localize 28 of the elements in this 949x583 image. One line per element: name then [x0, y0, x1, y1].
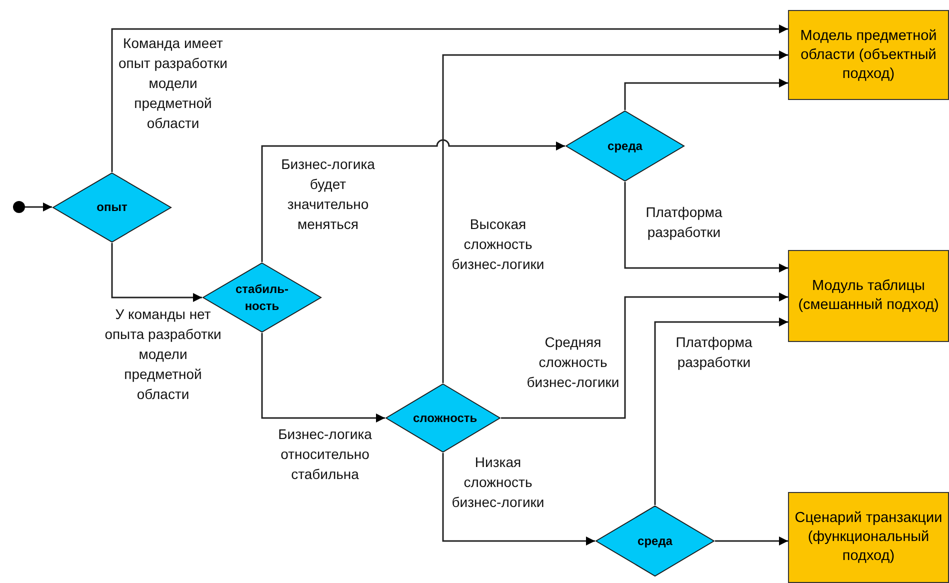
- arrow: [624, 78, 788, 110]
- edge-label: Низкая сложность бизнес-логики: [450, 453, 546, 512]
- arrow: [442, 50, 788, 383]
- decision-label: стабиль-ность: [234, 280, 290, 314]
- edge-label: Бизнес-логика будет значительно меняться: [280, 155, 376, 234]
- arrow: [111, 24, 788, 172]
- arrow: [442, 453, 595, 546]
- arrow: [624, 182, 788, 272]
- arrow: [715, 536, 788, 546]
- decision-label: опыт: [96, 199, 128, 216]
- approach-box: Модуль таблицы (смешанный подход): [788, 250, 949, 342]
- edge-label: Высокая сложность бизнес-логики: [450, 215, 546, 274]
- arrow: [111, 243, 202, 302]
- edge-label: У команды нет опыта разработки модели предметной области: [104, 305, 222, 404]
- arrow: [501, 292, 788, 419]
- arrow: [261, 333, 385, 422]
- decision-label: среда: [636, 532, 674, 550]
- approach-box: Сценарий транзакции (функциональный подход): [788, 492, 949, 583]
- approach-box: Модель предметной области (объектный подход): [788, 10, 949, 100]
- edge-label: Средняя сложность бизнес-логики: [526, 333, 620, 392]
- arrow: [261, 139, 565, 262]
- edge-label: Платформа разработки: [644, 203, 724, 242]
- edge-label: Платформа разработки: [674, 333, 754, 372]
- arrow: [25, 202, 52, 212]
- edge-label: Бизнес-логика относительно стабильна: [277, 425, 373, 484]
- arrow: [654, 318, 788, 505]
- decision-label: среда: [606, 138, 644, 154]
- edge-label: Команда имеет опыт разработки модели предметной области: [118, 34, 228, 133]
